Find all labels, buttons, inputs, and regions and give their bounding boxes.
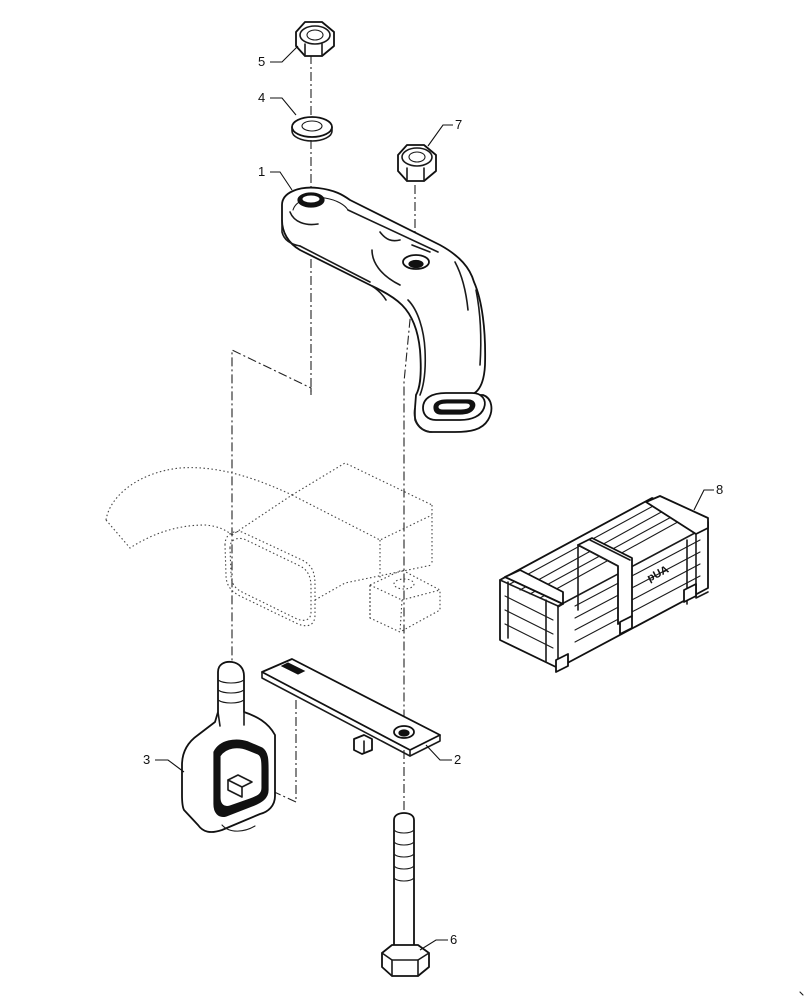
callout-2: 2 xyxy=(454,752,461,767)
callout-7: 7 xyxy=(455,117,462,132)
callout-3: 3 xyxy=(143,752,150,767)
callout-6: 6 xyxy=(450,932,457,947)
part-1-bracket[interactable] xyxy=(281,186,493,433)
part-4-washer[interactable] xyxy=(291,116,333,142)
corner-mark xyxy=(799,991,804,996)
callouts: 5 4 1 7 2 3 6 8 xyxy=(143,54,723,947)
callout-5: 5 xyxy=(258,54,265,69)
callout-4: 4 xyxy=(258,90,265,105)
part-3-clevis[interactable] xyxy=(181,660,276,833)
leader-lines xyxy=(155,45,714,951)
part-5-hex-nut[interactable] xyxy=(295,21,335,57)
drawbar-reference-outline xyxy=(105,462,441,633)
part-7-hex-nut[interactable] xyxy=(397,144,437,182)
part-2-plate[interactable] xyxy=(261,658,441,757)
callout-1: 1 xyxy=(258,164,265,179)
callout-8: 8 xyxy=(716,482,723,497)
part-8-shipping-crate[interactable]: pUA xyxy=(499,495,709,673)
part-6-bolt[interactable] xyxy=(381,812,430,977)
